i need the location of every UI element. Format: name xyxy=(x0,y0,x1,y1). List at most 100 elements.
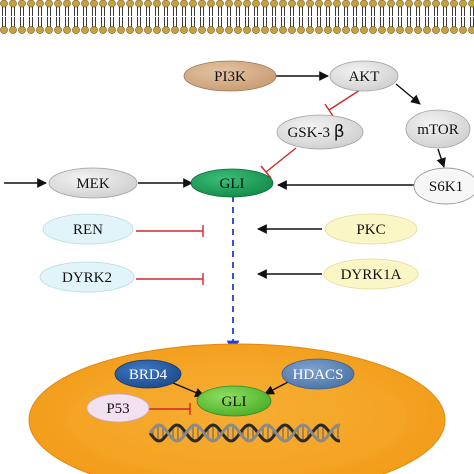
lipid-head-inner xyxy=(189,26,197,34)
lipid-head-inner xyxy=(306,26,314,34)
lipid-tail-inner xyxy=(191,17,195,28)
lipid-head-outer xyxy=(171,0,179,8)
lipid-head-inner xyxy=(234,26,242,34)
inhibition-lines xyxy=(136,89,361,285)
lipid-head-inner xyxy=(441,26,449,34)
lipid-head-outer xyxy=(342,0,350,8)
lipid-head-outer xyxy=(36,0,44,8)
arrow-akt-to-mtor xyxy=(395,83,421,105)
lipid-tail-inner xyxy=(2,17,6,28)
lipid-tail-inner xyxy=(155,17,159,28)
lipid-tail-inner xyxy=(398,17,402,28)
node-akt: AKT xyxy=(329,60,399,92)
dna-strand-a xyxy=(148,423,340,443)
lipid-tail-inner xyxy=(83,17,87,28)
lipid-tail-inner xyxy=(38,17,42,28)
lipid-head-inner xyxy=(450,26,458,34)
lipid-head-outer xyxy=(9,0,17,8)
lipid-head-inner xyxy=(45,26,53,34)
lipid-head-outer xyxy=(99,0,107,8)
inhibit-akt-gsk3-bar xyxy=(324,103,334,117)
lipid-head-inner xyxy=(405,26,413,34)
lipid-head-outer xyxy=(225,0,233,8)
lipid-tail-inner xyxy=(443,17,447,28)
lipid-head-inner xyxy=(261,26,269,34)
lipid-head-inner xyxy=(279,26,287,34)
lipid-head-inner xyxy=(396,26,404,34)
lipid-head-inner xyxy=(225,26,233,34)
lipid-head-outer xyxy=(459,0,467,8)
mek-label: MEK xyxy=(76,176,110,192)
lipid-head-inner xyxy=(270,26,278,34)
lipid-head-inner xyxy=(369,26,377,34)
dyrk1a-label: DYRK1A xyxy=(341,267,402,283)
inhibit-akt-gsk3 xyxy=(328,89,361,111)
lipid-tail-inner xyxy=(110,17,114,28)
lipid-head-outer xyxy=(90,0,98,8)
node-gli-nuclear: GLI xyxy=(196,385,272,417)
lipid-tail-inner xyxy=(182,17,186,28)
node-brd4: BRD4 xyxy=(114,359,182,389)
lipid-head-inner xyxy=(9,26,17,34)
arrow-mtor-to-s6k1 xyxy=(436,148,446,168)
lipid-head-inner xyxy=(27,26,35,34)
lipid-head-outer xyxy=(270,0,278,8)
lipid-tail-inner xyxy=(11,17,15,28)
nuclear-arrows xyxy=(172,380,291,398)
lipid-head-outer xyxy=(198,0,206,8)
lipid-tail-inner xyxy=(245,17,249,28)
pkc-label: PKC xyxy=(356,222,385,238)
lipid-tail-inner xyxy=(263,17,267,28)
node-gsk3b: GSK-3 β xyxy=(276,114,364,150)
lipid-head-outer xyxy=(351,0,359,8)
lipid-head-outer xyxy=(117,0,125,8)
lipid-head-outer xyxy=(18,0,26,8)
lipid-head-outer xyxy=(306,0,314,8)
lipid-head-inner xyxy=(288,26,296,34)
lipid-head-outer xyxy=(414,0,422,8)
lipid-head-inner xyxy=(72,26,80,34)
lipid-head-outer xyxy=(108,0,116,8)
lipid-tail-inner xyxy=(254,17,258,28)
lipid-tail-inner xyxy=(164,17,168,28)
node-dyrk2: DYRK2 xyxy=(39,261,135,293)
s6k1-label: S6K1 xyxy=(429,179,463,195)
lipid-head-outer xyxy=(162,0,170,8)
node-pi3k: PI3K xyxy=(183,60,277,92)
lipid-head-outer xyxy=(135,0,143,8)
mtor-label: mTOR xyxy=(417,122,458,138)
gli-label: GLI xyxy=(220,176,245,192)
node-ren: REN xyxy=(42,213,134,245)
lipid-head-inner xyxy=(81,26,89,34)
gsk3-label: GSK-3 β xyxy=(287,122,344,142)
gli-nuclear-label: GLI xyxy=(222,394,247,410)
lipid-tail-inner xyxy=(236,17,240,28)
arrow-hdacs-to-gli xyxy=(264,380,291,395)
lipid-tail-inner xyxy=(308,17,312,28)
lipid-head-outer xyxy=(81,0,89,8)
lipid-head-inner xyxy=(144,26,152,34)
lipid-head-outer xyxy=(279,0,287,8)
lipid-head-outer xyxy=(441,0,449,8)
lipid-tail-inner xyxy=(209,17,213,28)
lipid-head-outer xyxy=(252,0,260,8)
lipid-tail-inner xyxy=(29,17,33,28)
node-pkc: PKC xyxy=(324,213,418,245)
lipid-tail-inner xyxy=(128,17,132,28)
node-hdacs: HDACS xyxy=(281,358,355,390)
lipid-head-inner xyxy=(198,26,206,34)
lipid-tail-inner xyxy=(362,17,366,28)
lipid-tail-inner xyxy=(20,17,24,28)
lipid-tail-inner xyxy=(335,17,339,28)
lipid-head-outer xyxy=(288,0,296,8)
lipid-head-inner xyxy=(414,26,422,34)
lipid-head-inner xyxy=(315,26,323,34)
lipid-head-outer xyxy=(423,0,431,8)
lipid-head-outer xyxy=(333,0,341,8)
dna-strand-b xyxy=(148,423,340,443)
lipid-tail-inner xyxy=(344,17,348,28)
inhibit-gsk3-gli-bar xyxy=(260,165,272,179)
lipid-tail-inner xyxy=(434,17,438,28)
lipid-head-outer xyxy=(54,0,62,8)
